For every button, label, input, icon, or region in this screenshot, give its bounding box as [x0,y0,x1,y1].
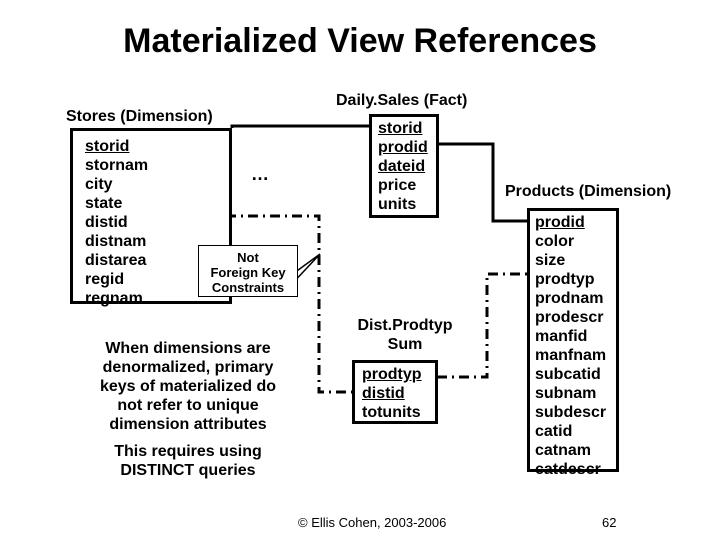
note2-line2: DISTINCT queries [120,462,256,479]
distinct-queries-note: This requires using DISTINCT queries [78,442,298,480]
products-attr-size: size [535,252,566,269]
daily-sales-attr-dateid: dateid [378,158,426,175]
stores-attr-regnam: regnam [85,290,143,307]
daily-sales-table-box: storid prodid dateid price units [369,114,439,218]
dist-prodtyp-attribute-list: prodtyp distid totunits [362,365,422,422]
page-number: 62 [602,515,617,530]
products-attr-catdescr: catdescr [535,461,601,478]
stores-attr-regid: regid [85,271,125,288]
products-attr-prodnam: prodnam [535,290,604,307]
products-attr-catnam: catnam [535,442,592,459]
denormalized-note: When dimensions are denormalized, primar… [78,339,298,434]
dist-prodtyp-attr-distid: distid [362,385,405,402]
products-attr-prodid: prodid [535,214,585,231]
stores-attribute-list: storid stornam city state distid distnam… [85,137,148,308]
prodtyp-reference-dashed-line [437,272,527,379]
products-attr-color: color [535,233,575,250]
daily-sales-label: Daily.Sales (Fact) [336,92,468,109]
dist-prodtyp-attr-prodtyp: prodtyp [362,366,422,383]
daily-sales-attr-storid: storid [378,120,423,137]
stores-attr-distnam: distnam [85,233,147,250]
daily-sales-attr-prodid: prodid [378,139,428,156]
copyright-footer: © Ellis Cohen, 2003-2006 [298,515,447,530]
note1-line1: When dimensions are [105,340,271,357]
products-label: Products (Dimension) [505,183,672,200]
dist-prodtyp-label-line2: Sum [387,336,423,353]
products-table-box: prodid color size prodtyp prodnam prodes… [527,208,619,478]
products-attr-prodescr: prodescr [535,309,604,326]
daily-sales-attr-units: units [378,196,417,213]
products-attr-manfnam: manfnam [535,347,607,364]
products-attr-manfid: manfid [535,328,588,345]
daily-sales-attribute-list: storid prodid dateid price units [378,119,428,214]
callout-line2: Foreign Key [210,265,286,280]
dist-prodtyp-sum-table-box: prodtyp distid totunits [352,360,438,424]
dist-prodtyp-sum-label: Dist.Prodtyp Sum [340,316,470,354]
note1-line2: denormalized, primary [102,359,274,376]
storid-reference-line [230,124,371,128]
products-attr-subnam: subnam [535,385,597,402]
dist-prodtyp-attr-totunits: totunits [362,404,421,421]
stores-label: Stores (Dimension) [66,108,213,125]
daily-sales-attr-price: price [378,177,417,194]
note1-line5: dimension attributes [109,416,267,433]
products-attr-subdescr: subdescr [535,404,607,421]
stores-attr-distarea: distarea [85,252,147,269]
ellipsis-text: … [251,164,269,184]
dist-prodtyp-label-line1: Dist.Prodtyp [357,317,453,334]
stores-attr-storid: storid [85,138,130,155]
products-attribute-list: prodid color size prodtyp prodnam prodes… [535,213,606,479]
page-title: Materialized View References [123,22,597,60]
note2-line1: This requires using [114,443,262,460]
callout-line3: Constraints [211,280,285,295]
callout-line1: Not [237,250,259,265]
note1-line4: not refer to unique [117,397,259,414]
products-attr-prodtyp: prodtyp [535,271,595,288]
stores-attr-distid: distid [85,214,128,231]
prodid-reference-line [437,142,529,223]
stores-attr-stornam: stornam [85,157,149,174]
products-attr-subcatid: subcatid [535,366,601,383]
products-attr-catid: catid [535,423,573,440]
note1-line3: keys of materialized do [99,378,277,395]
not-foreign-key-callout: Not Foreign Key Constraints [198,245,298,297]
stores-attr-city: city [85,176,113,193]
stores-attr-state: state [85,195,123,212]
